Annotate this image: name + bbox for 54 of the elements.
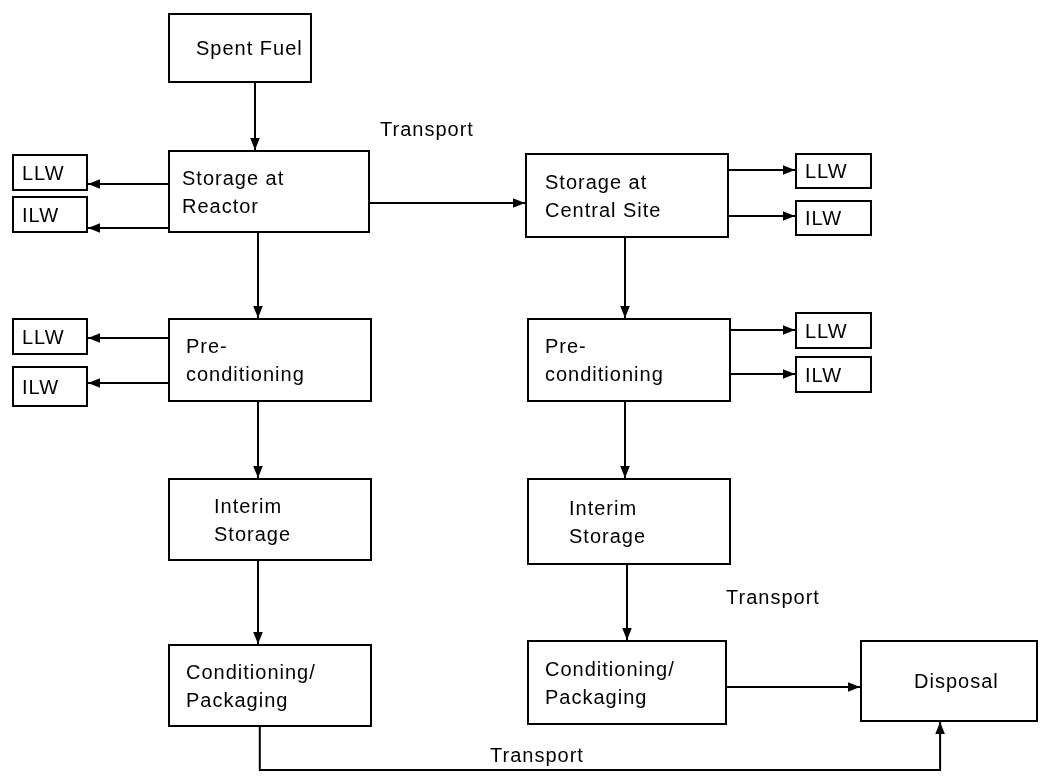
box-label: LLW <box>22 324 66 350</box>
process-box <box>12 318 88 355</box>
arrow <box>622 564 632 641</box>
process-box <box>168 478 372 561</box>
process-box <box>527 640 727 725</box>
arrow <box>726 682 861 692</box>
box-label: LLW <box>805 159 849 184</box>
arrow <box>369 198 526 208</box>
box-label: Pre- conditioning <box>186 334 306 387</box>
process-box <box>168 150 370 233</box>
box-label: ILW <box>805 206 844 231</box>
arrow <box>253 560 263 645</box>
box-label: ILW <box>805 362 844 388</box>
box-label: ILW <box>22 202 61 228</box>
process-box <box>795 153 872 189</box>
process-box <box>527 478 731 565</box>
arrow <box>250 82 260 151</box>
process-box <box>527 318 731 402</box>
arrow <box>258 721 945 771</box>
process-box <box>168 318 372 402</box>
box-label: Conditioning/ Packaging <box>186 659 317 713</box>
arrow <box>730 325 796 335</box>
process-box <box>795 312 872 349</box>
process-box <box>168 13 312 83</box>
arrow <box>620 237 630 319</box>
arrow <box>253 401 263 479</box>
arrow <box>728 211 796 221</box>
box-label: Pre- conditioning <box>545 334 665 387</box>
arrow <box>87 378 169 388</box>
arrow <box>728 165 796 175</box>
box-label: Interim Storage <box>214 493 293 547</box>
process-box <box>525 153 729 238</box>
box-label: Spent Fuel <box>196 36 304 61</box>
process-box <box>168 644 372 727</box>
process-box <box>12 154 88 191</box>
box-label: Storage at Reactor <box>182 165 286 219</box>
arrow <box>730 369 796 379</box>
process-box <box>12 196 88 233</box>
box-label: Storage at Central Site <box>545 169 663 223</box>
process-box <box>795 200 872 236</box>
arrow <box>620 401 630 479</box>
arrow <box>87 333 169 343</box>
box-label: Interim Storage <box>569 495 648 549</box>
box-label: LLW <box>22 160 66 186</box>
process-box <box>860 640 1038 722</box>
box-label: Disposal <box>914 669 1000 694</box>
arrow <box>87 179 169 189</box>
process-box <box>795 356 872 393</box>
arrow <box>253 232 263 319</box>
box-label: ILW <box>22 374 61 400</box>
box-label: Conditioning/ Packaging <box>545 656 676 710</box>
arrow <box>87 223 169 233</box>
box-label: LLW <box>805 318 849 344</box>
process-box <box>12 366 88 407</box>
